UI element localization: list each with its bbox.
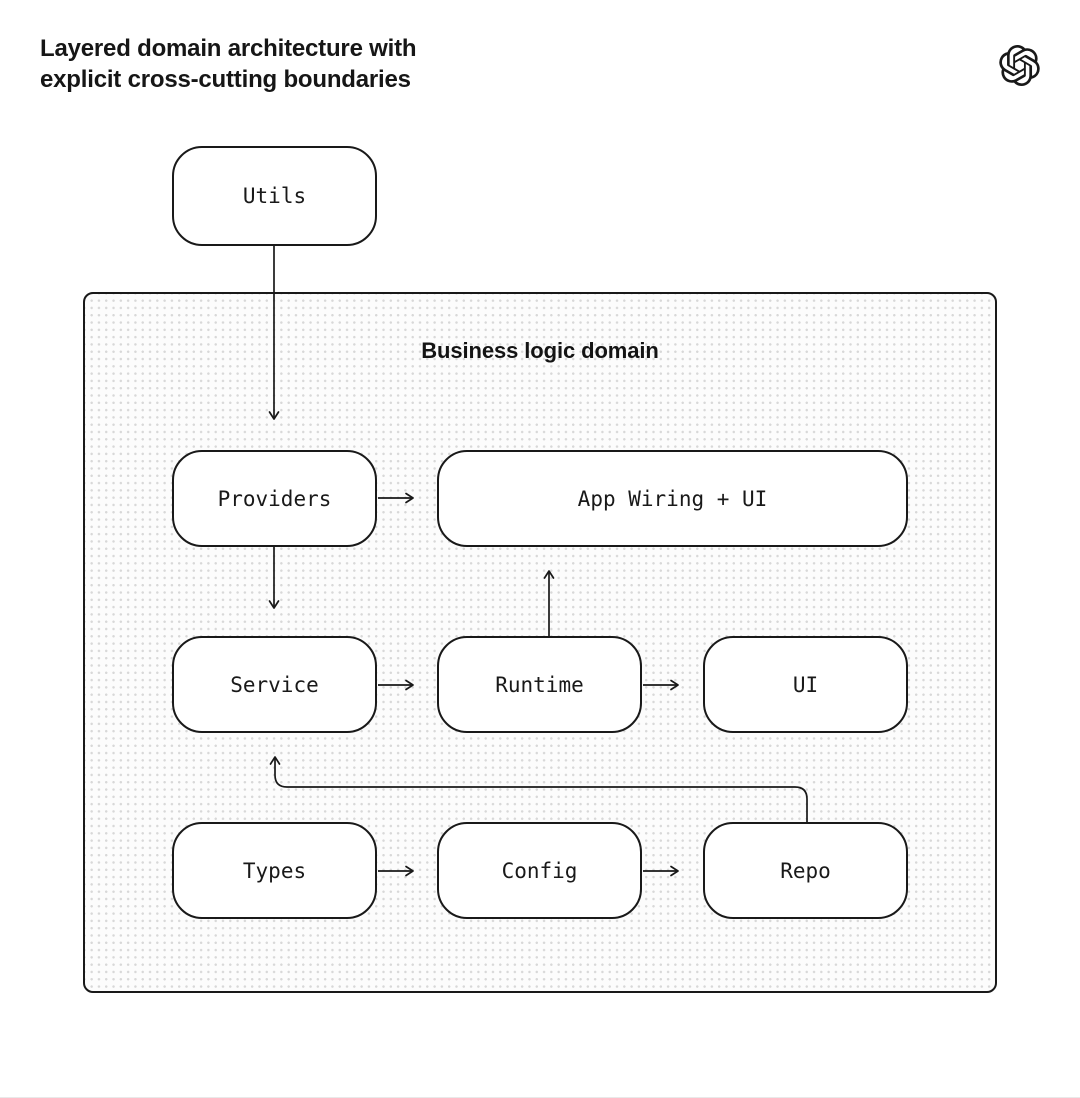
node-runtime-label: Runtime xyxy=(495,672,584,697)
node-types-label: Types xyxy=(242,858,307,883)
node-config: Config xyxy=(437,822,642,919)
node-ui-label: UI xyxy=(792,672,819,697)
node-providers-label: Providers xyxy=(217,486,332,511)
node-app-wiring-ui-label: App Wiring + UI xyxy=(577,486,768,511)
page-title-line2: explicit cross-cutting boundaries xyxy=(40,66,411,93)
node-utils-label: Utils xyxy=(242,184,307,208)
page-title: Layered domain architecture with explici… xyxy=(40,33,417,95)
node-repo-label: Repo xyxy=(780,858,831,883)
node-app-wiring-ui: App Wiring + UI xyxy=(437,450,908,547)
node-runtime: Runtime xyxy=(437,636,642,733)
node-repo: Repo xyxy=(703,822,908,919)
node-providers: Providers xyxy=(172,450,377,547)
node-service: Service xyxy=(172,636,377,733)
node-config-label: Config xyxy=(501,858,578,883)
node-types: Types xyxy=(172,822,377,919)
page-title-line1: Layered domain architecture with xyxy=(40,35,417,62)
node-ui: UI xyxy=(703,636,908,733)
openai-logo-icon xyxy=(999,45,1040,86)
node-utils: Utils xyxy=(172,146,377,246)
node-service-label: Service xyxy=(230,672,319,697)
business-logic-domain-label: Business logic domain xyxy=(421,338,659,363)
